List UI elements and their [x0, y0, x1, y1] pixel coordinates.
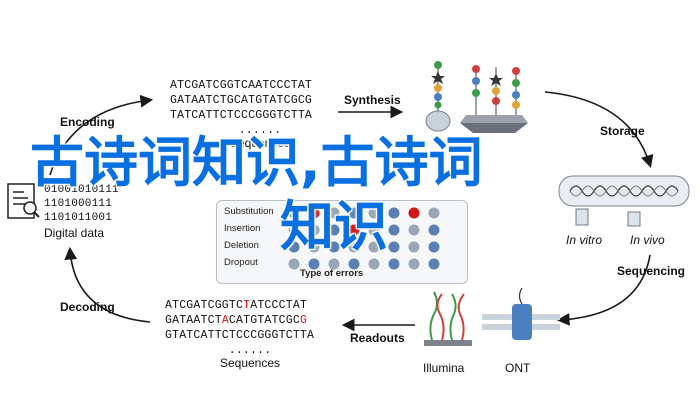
illumina-label: Illumina: [423, 361, 465, 375]
nucleotide-dot: [328, 224, 340, 236]
nucleotide-dot: [288, 258, 300, 270]
nucleotide-dot: [328, 207, 340, 219]
nucleotide-dot: [348, 224, 360, 236]
nucleotide-dot: [368, 258, 380, 270]
synthesis-oligo-icon: [425, 61, 528, 133]
nucleotide-dot: [388, 258, 400, 270]
nucleotide-dot: [348, 258, 360, 270]
overlay-watermark-line2: 知识: [280, 195, 388, 258]
storage-label: Storage: [600, 124, 645, 138]
sequence-line: GTATCATTCTCCCGGGTCTTA: [165, 329, 315, 342]
error-types-panel: [216, 200, 468, 284]
sequencing-label: Sequencing: [617, 264, 686, 278]
nucleotide-dot: [288, 207, 300, 219]
sequence-line: TATCATTCTCCCGGGTCTTA: [170, 109, 313, 122]
sequences-caption: Sequences: [229, 136, 291, 150]
error-dot-grid: [288, 207, 440, 270]
in-vivo-label: In vivo: [630, 233, 665, 247]
nucleotide-dot: [388, 207, 400, 219]
digital-data-caption: Digital data: [44, 226, 105, 240]
sequence-line: ATCGATCGGTCTATCCCTAT: [165, 299, 308, 312]
nucleotide-dot: [368, 224, 380, 236]
nucleotide-dot: [308, 241, 320, 253]
binary-line: 1101011001: [44, 212, 113, 224]
error-types-caption: Type of errors: [300, 268, 364, 279]
nucleotide-dot: [388, 224, 400, 236]
nucleotide-dot: [308, 258, 320, 270]
error-base: G: [299, 314, 308, 327]
nucleotide-dot: [408, 224, 420, 236]
binary-line: 01001010111: [44, 184, 119, 196]
nucleotide-dot: [408, 241, 420, 253]
sequence-ellipsis: ......: [238, 124, 282, 137]
error-deletion-label: Deletion: [224, 240, 259, 251]
nucleotide-dot: [308, 207, 320, 219]
sequence-line: GATAATCTACATGTATCGCG: [165, 314, 308, 327]
error-substitution-label: Substitution: [224, 206, 274, 217]
sequence-ellipsis: ......: [228, 344, 272, 357]
synthesis-label: Synthesis: [344, 93, 401, 107]
nucleotide-dot: [288, 241, 300, 253]
overlay-watermark-line1: 古诗词知识,古诗词: [30, 131, 483, 194]
nucleotide-dot: [368, 241, 380, 253]
nucleotide-dot: [288, 224, 300, 236]
decoding-label: Decoding: [60, 300, 115, 314]
error-dropout-label: Dropout: [224, 257, 258, 268]
encoding-label: Encoding: [60, 115, 115, 129]
binary-data: 01001010111 1101000111 1101011001: [44, 183, 119, 225]
decoded-sequences: ATCGATCGGTCTATCCCTAT GATAATCTACATGTATCGC…: [165, 298, 335, 370]
nucleotide-dot: [308, 224, 320, 236]
document-search-icon: [7, 183, 40, 219]
in-vitro-label: In vitro: [566, 233, 603, 247]
nucleotide-dot: [428, 241, 440, 253]
nucleotide-dot: [408, 207, 420, 219]
nucleotide-dot: [348, 207, 360, 219]
nucleotide-dot: [328, 258, 340, 270]
sequences-caption: Sequences: [219, 356, 281, 370]
nucleotide-dot: [408, 258, 420, 270]
nucleotide-dot: [368, 207, 380, 219]
error-base: A: [221, 314, 229, 327]
error-row-labels: Substitution Insertion Deletion Dropout: [224, 206, 274, 274]
readouts-label: Readouts: [350, 331, 405, 345]
sequencer-icons: [424, 288, 560, 346]
sequence-line: ATCGATCGGTCAATCCCTAT: [170, 79, 313, 92]
ont-label: ONT: [505, 361, 531, 375]
nucleotide-dot: [428, 207, 440, 219]
nucleotide-dot: [428, 224, 440, 236]
binary-line: 1101000111: [44, 198, 113, 210]
nucleotide-dot: [328, 241, 340, 253]
sequence-line: GATAATCTGCATGTATCGCG: [170, 94, 313, 107]
error-insertion-label: Insertion: [224, 223, 261, 234]
error-base: T: [243, 299, 251, 312]
nucleotide-dot: [428, 258, 440, 270]
encoded-sequences: ATCGATCGGTCAATCCCTAT GATAATCTGCATGTATCGC…: [170, 78, 350, 150]
nucleotide-dot: [348, 241, 360, 253]
nucleotide-dot: [388, 241, 400, 253]
storage-icon: [558, 175, 690, 227]
